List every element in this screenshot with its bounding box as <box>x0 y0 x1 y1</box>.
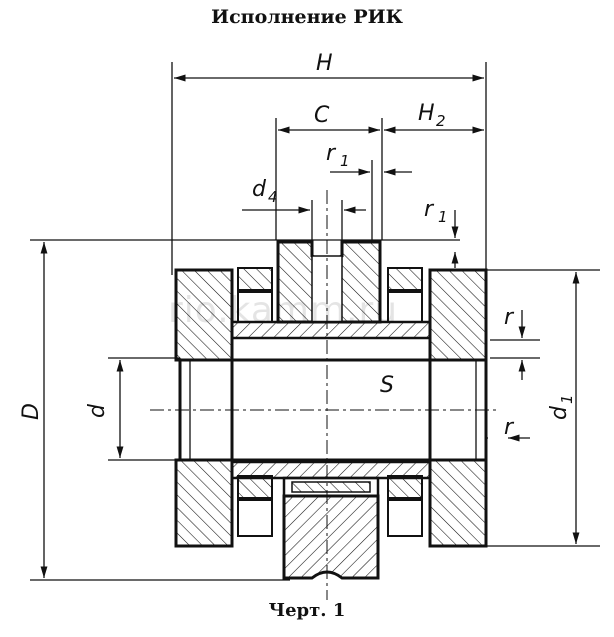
center-lines <box>150 190 500 600</box>
label-C: C <box>314 103 330 128</box>
label-d4: d <box>252 177 267 202</box>
center-roller <box>276 240 382 580</box>
extension-lines <box>30 62 600 581</box>
label-H2-subscript: 2 <box>436 112 446 130</box>
label-r1-side-subscript: 1 <box>438 208 448 226</box>
label-d4-subscript: 4 <box>268 188 278 206</box>
label-r-lower: r <box>504 415 515 440</box>
label-d1: d <box>547 405 572 420</box>
label-r-upper: r <box>504 305 515 330</box>
left-wheel <box>174 268 234 548</box>
label-D: D <box>19 403 44 420</box>
label-H2: H <box>418 101 435 126</box>
label-r1-top: r <box>326 141 337 166</box>
label-r1-side: r <box>424 197 435 222</box>
right-wheel <box>428 268 488 548</box>
sleeve <box>230 320 432 480</box>
watermark: rio.kamm.ru <box>168 290 399 331</box>
drawing-title: Исполнение РИК <box>211 6 403 28</box>
label-d1-subscript: 1 <box>558 394 576 404</box>
label-r1-top-subscript: 1 <box>340 152 350 170</box>
dimension-lines <box>40 74 580 578</box>
bearings <box>237 267 423 537</box>
label-d: d <box>85 403 110 418</box>
label-S: S <box>380 373 394 398</box>
label-H: H <box>316 51 333 76</box>
figure-caption: Черт. 1 <box>268 600 346 621</box>
